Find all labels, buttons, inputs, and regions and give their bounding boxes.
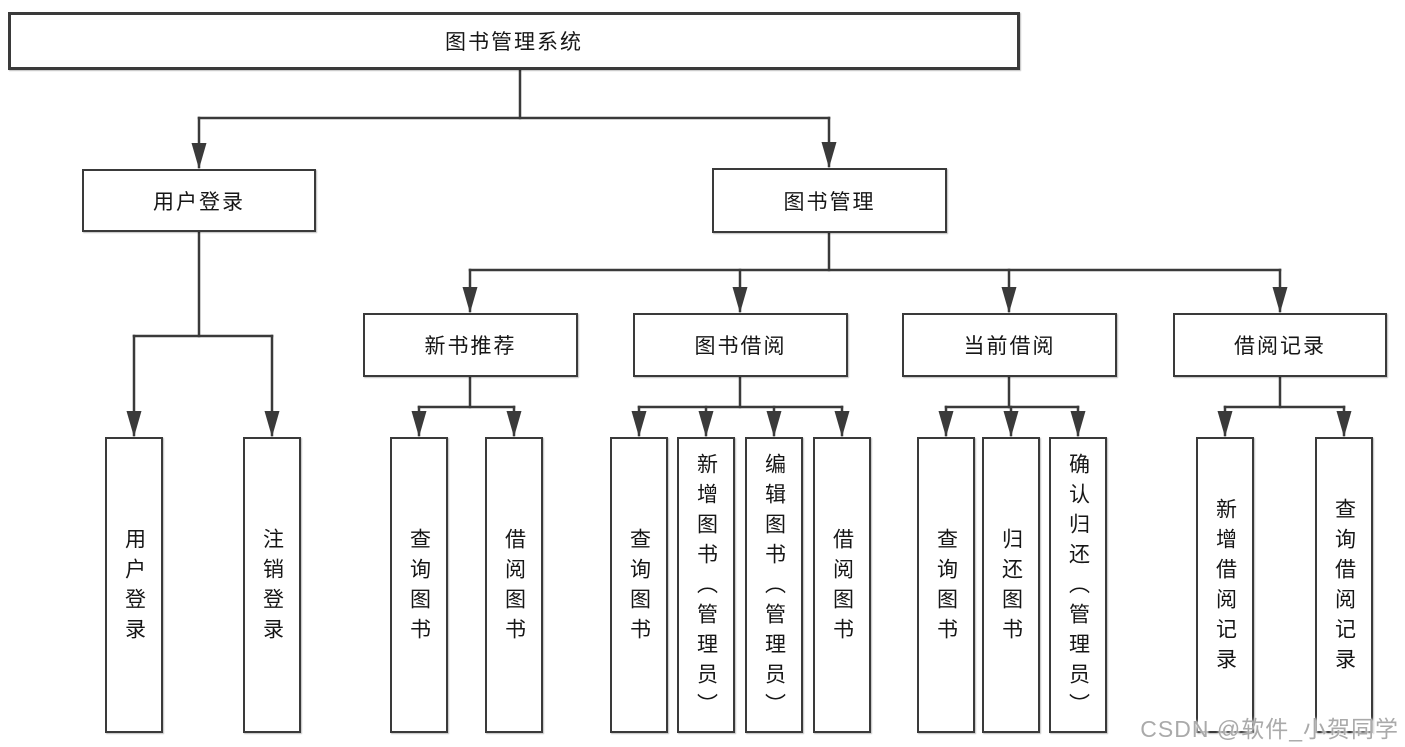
leaf-confirm-return-admin: 确认归还（管理员） — [1049, 437, 1107, 733]
arrow-down-icon — [631, 411, 647, 437]
node-book-borrowing: 图书借阅 — [633, 313, 848, 377]
leaf-return-books: 归还图书 — [982, 437, 1040, 733]
leaf-add-book-admin: 新增图书（管理员） — [677, 437, 735, 733]
edge-new-book-recommendation-to-leaves — [411, 375, 522, 437]
arrow-down-icon — [264, 411, 280, 437]
node-current-borrowing: 当前借阅 — [902, 313, 1117, 377]
leaf-logout: 注销登录 — [243, 437, 301, 733]
arrow-down-icon — [1070, 411, 1086, 437]
edge-user-login-to-leaves — [126, 230, 280, 437]
leaf-query-books-borrow: 查询图书 — [610, 437, 668, 733]
arrow-down-icon — [191, 143, 207, 169]
arrow-down-icon — [698, 411, 714, 437]
arrow-down-icon — [834, 411, 850, 437]
leaf-query-books-current: 查询图书 — [917, 437, 975, 733]
arrow-down-icon — [821, 142, 837, 168]
arrow-down-icon — [1001, 287, 1017, 313]
arrow-down-icon — [462, 287, 478, 313]
edge-root-to-level2 — [191, 68, 837, 169]
node-library-management-system: 图书管理系统 — [8, 12, 1020, 70]
arrow-down-icon — [411, 411, 427, 437]
arrow-down-icon — [1217, 411, 1233, 437]
leaf-add-borrow-record: 新增借阅记录 — [1196, 437, 1254, 733]
leaf-borrow-books: 借阅图书 — [813, 437, 871, 733]
arrow-down-icon — [1336, 411, 1352, 437]
leaf-borrow-books-recommend: 借阅图书 — [485, 437, 543, 733]
arrow-down-icon — [126, 411, 142, 437]
node-book-management: 图书管理 — [712, 168, 947, 233]
arrow-down-icon — [506, 411, 522, 437]
leaf-edit-book-admin: 编辑图书（管理员） — [745, 437, 803, 733]
node-user-login: 用户登录 — [82, 169, 316, 232]
arrow-down-icon — [938, 411, 954, 437]
leaf-user-login: 用户登录 — [105, 437, 163, 733]
csdn-watermark: CSDN @软件_小贺同学 — [1140, 716, 1399, 742]
edge-book-management-to-level3 — [462, 231, 1288, 313]
edge-borrowing-records-to-leaves — [1217, 375, 1352, 437]
node-new-book-recommendation: 新书推荐 — [363, 313, 578, 377]
leaf-query-borrow-record: 查询借阅记录 — [1315, 437, 1373, 733]
edge-book-borrowing-to-leaves — [631, 375, 850, 437]
arrow-down-icon — [1272, 287, 1288, 313]
leaf-query-books-recommend: 查询图书 — [390, 437, 448, 733]
arrow-down-icon — [732, 287, 748, 313]
arrow-down-icon — [1003, 411, 1019, 437]
node-borrowing-records: 借阅记录 — [1173, 313, 1387, 377]
arrow-down-icon — [766, 411, 782, 437]
edge-current-borrowing-to-leaves — [938, 375, 1086, 437]
